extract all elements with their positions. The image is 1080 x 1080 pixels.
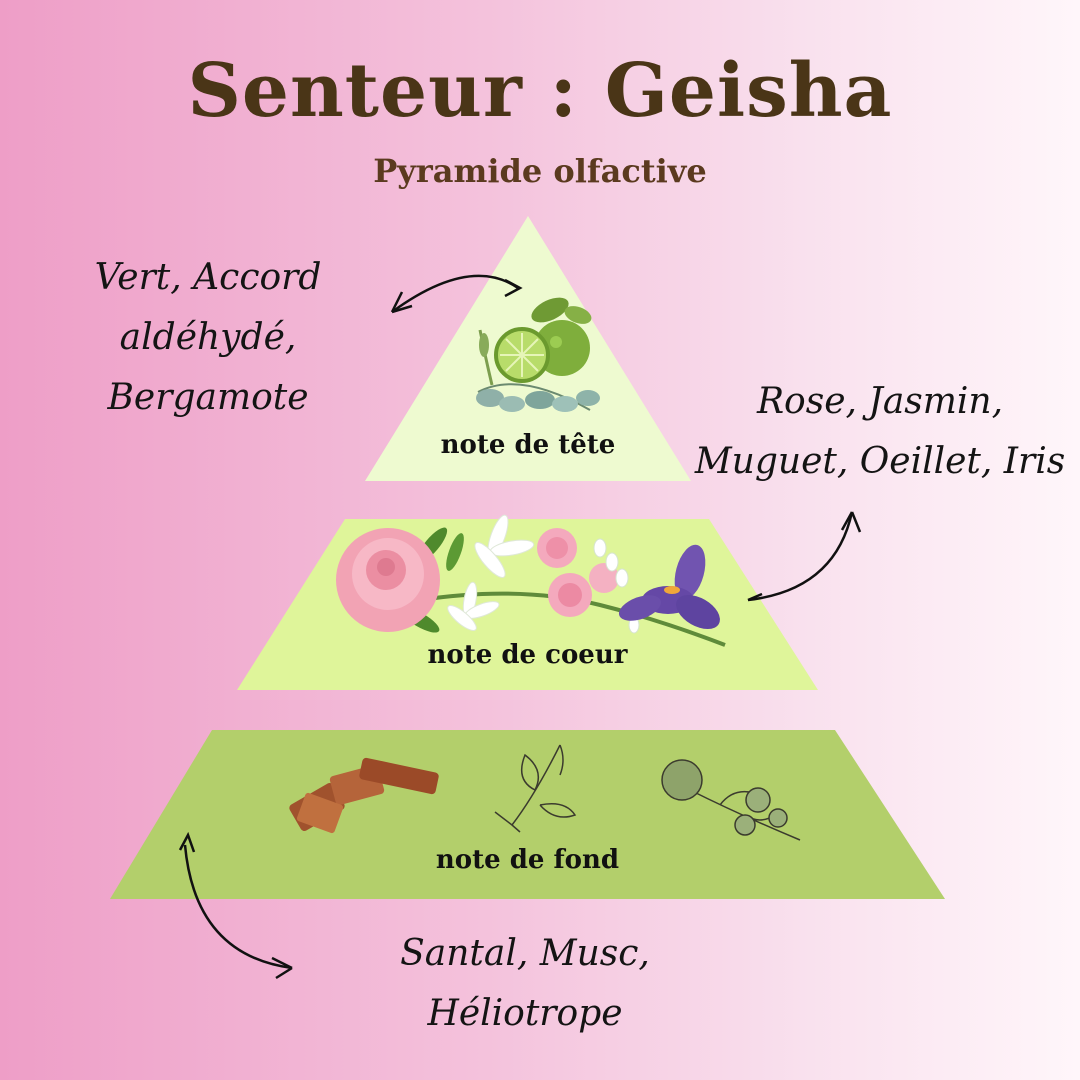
top-notes-text: Vert, Accord aldéhydé, Bergamote	[18, 248, 398, 428]
arrow-base-note	[178, 831, 293, 980]
sandalwood-illustration	[289, 757, 439, 834]
base-notes-text: Santal, Musc, Héliotrope	[335, 924, 715, 1044]
tier-bottom-label: note de fond	[435, 845, 620, 875]
tier-bottom: note de fond	[110, 845, 945, 885]
heart-notes-text: Rose, Jasmin, Muguet, Oeillet, Iris	[690, 372, 1070, 492]
base-notes-line1: Santal, Musc,	[400, 933, 650, 974]
top-notes-line1: Vert, Accord	[94, 257, 322, 298]
arrow-top-note	[390, 274, 523, 314]
page-title: Senteur : Geisha	[187, 48, 893, 134]
arrow-heart-note	[747, 511, 862, 602]
heart-notes-line2: Muguet, Oeillet, Iris	[694, 441, 1066, 482]
tier-bottom-shape	[110, 730, 945, 899]
tier-top: note de tête	[365, 430, 691, 470]
heliotrope-illustration	[661, 759, 801, 841]
herb-sprig-illustration	[494, 744, 577, 833]
tier-middle: note de coeur	[237, 640, 818, 680]
page-subtitle: Pyramide olfactive	[373, 152, 707, 190]
tier-middle-label: note de coeur	[427, 640, 628, 670]
base-notes-line2: Héliotrope	[427, 993, 623, 1034]
heart-notes-line1: Rose, Jasmin,	[756, 381, 1004, 422]
top-notes-line2: aldéhydé, Bergamote	[107, 317, 309, 418]
flowers-illustration	[336, 514, 726, 647]
tier-top-label: note de tête	[440, 430, 616, 460]
bergamot-illustration	[476, 297, 600, 412]
